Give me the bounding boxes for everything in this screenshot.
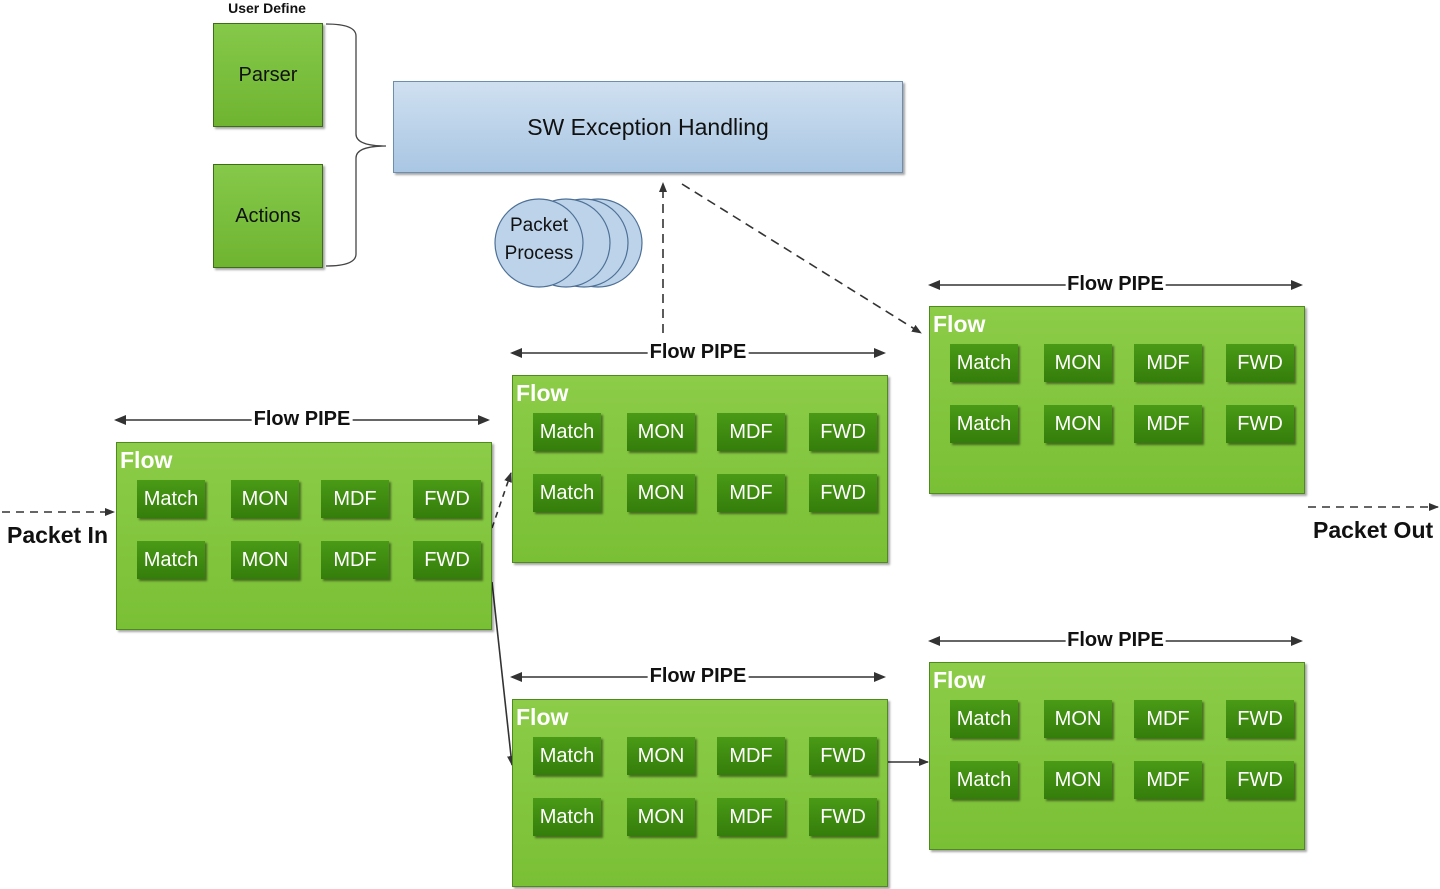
flow-stage-cell: MDF — [321, 480, 389, 518]
flow-stage-cell: MON — [1044, 344, 1112, 382]
flow-stage-cell: MON — [627, 737, 695, 775]
flow-pipe-label: Flow PIPE — [1065, 273, 1166, 296]
packet-process-line1: Packet — [509, 215, 569, 236]
flow-stage-cell: FWD — [413, 541, 481, 579]
flow-title: Flow — [516, 380, 569, 406]
flow-stage-cell: FWD — [1226, 344, 1294, 382]
arrowhead-icon — [478, 415, 490, 425]
pipe1-to-pipe2-arrow — [491, 472, 512, 529]
flow-stage-cell: MDF — [717, 474, 785, 512]
flow-stage-cell: MON — [627, 413, 695, 451]
flow-stage-cell: Match — [533, 737, 601, 775]
flow-stage-cell: FWD — [809, 413, 877, 451]
flow-stage-cell: Match — [950, 405, 1018, 443]
flow-stage-cell: MDF — [1134, 405, 1202, 443]
pipe1-to-pipe4-arrow — [491, 581, 515, 766]
flow-pipe-label: Flow PIPE — [251, 408, 353, 431]
flow-stage-cell: FWD — [809, 474, 877, 512]
flow-stage-cell: Match — [533, 798, 601, 836]
flow-pipe-label: Flow PIPE — [1065, 629, 1166, 652]
flow-stage-cell: MON — [627, 474, 695, 512]
flow-stage-cell: FWD — [809, 737, 877, 775]
flow-stage-cell: MON — [627, 798, 695, 836]
packet-process-line2: Process — [504, 243, 574, 264]
flow-stage-cell: Match — [950, 344, 1018, 382]
flow-stage-cell: FWD — [809, 798, 877, 836]
user-define-label: User Define — [228, 0, 306, 16]
flow-stage-cell: MON — [231, 541, 299, 579]
flow-stage-cell: MON — [1044, 761, 1112, 799]
flow-title: Flow — [516, 704, 569, 730]
flow-stage-cell: MDF — [1134, 761, 1202, 799]
flow-stage-cell: Match — [533, 413, 601, 451]
flow-stage-cell: Match — [950, 761, 1018, 799]
flow-stage-cell: MON — [1044, 700, 1112, 738]
flow-title: Flow — [933, 311, 986, 337]
flow-stage-cell: MON — [1044, 405, 1112, 443]
packet-process-stack — [494, 198, 643, 288]
arrowhead-icon — [928, 636, 940, 646]
flow-stage-cell: Match — [533, 474, 601, 512]
arrowhead-icon — [510, 672, 522, 682]
flow-stage-cell: FWD — [1226, 700, 1294, 738]
flow-title: Flow — [120, 447, 173, 473]
flow-stage-cell: MDF — [1134, 700, 1202, 738]
flow-stage-cell: FWD — [1226, 405, 1294, 443]
arrowhead-icon — [874, 672, 886, 682]
packet-in-label: Packet In — [7, 522, 108, 548]
flow-stage-cell: Match — [950, 700, 1018, 738]
flow-stage-cell: Match — [137, 541, 205, 579]
arrowhead-icon — [1291, 280, 1303, 290]
parser-box: Parser — [213, 23, 323, 127]
flow-stage-cell: MDF — [321, 541, 389, 579]
arrowhead-icon — [928, 280, 940, 290]
flow-stage-cell: MDF — [717, 413, 785, 451]
actions-box: Actions — [213, 164, 323, 268]
user-define-brace — [325, 23, 387, 267]
flow-stage-cell: Match — [137, 480, 205, 518]
sw-to-pipe3-arrow — [681, 183, 922, 334]
sw-exception-box: SW Exception Handling — [393, 81, 903, 173]
flow-stage-cell: MDF — [717, 737, 785, 775]
flow-pipe-label: Flow PIPE — [647, 341, 749, 364]
flow-pipe-label: Flow PIPE — [647, 665, 749, 688]
arrowhead-icon — [510, 348, 522, 358]
packet-process-label: Packet Process — [494, 212, 584, 268]
packet-out-label: Packet Out — [1313, 517, 1434, 543]
flow-stage-cell: FWD — [1226, 761, 1294, 799]
arrowhead-icon — [114, 415, 126, 425]
flow-stage-cell: FWD — [413, 480, 481, 518]
flow-stage-cell: MDF — [1134, 344, 1202, 382]
flow-stage-cell: MON — [231, 480, 299, 518]
arrowhead-icon — [874, 348, 886, 358]
flow-stage-cell: MDF — [717, 798, 785, 836]
flow-title: Flow — [933, 667, 986, 693]
arrowhead-icon — [1291, 636, 1303, 646]
